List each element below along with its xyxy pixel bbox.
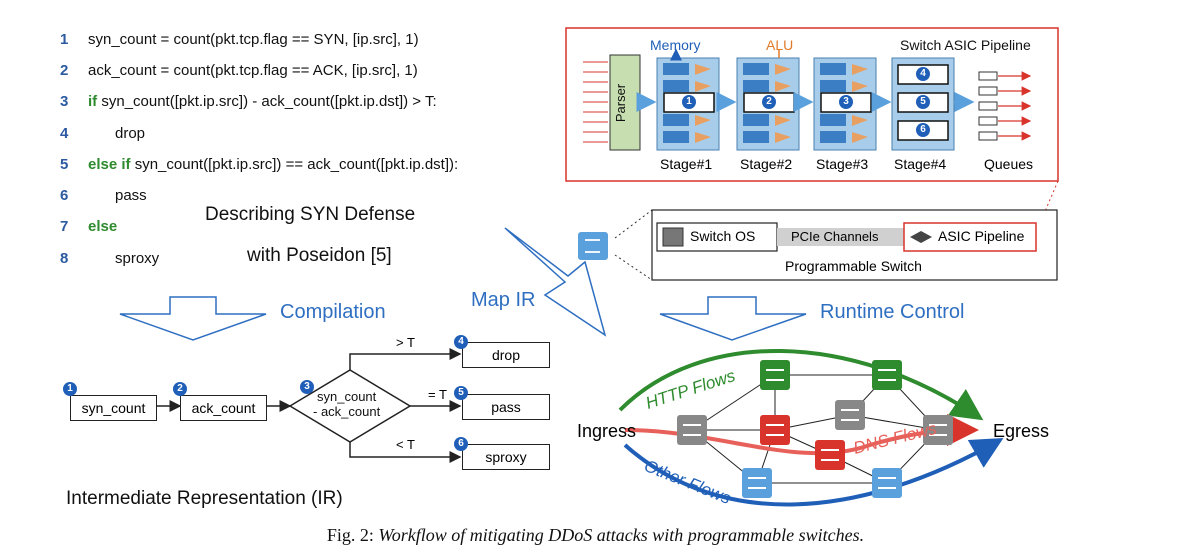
asic-title: Switch ASIC Pipeline <box>900 37 1031 53</box>
switch-node-green-1 <box>760 360 790 390</box>
stage-label-3: Stage#3 <box>816 156 869 172</box>
switch-icon <box>578 232 608 260</box>
http-flows-label: HTTP Flows <box>643 366 738 413</box>
ir-pass-box: pass <box>462 394 550 420</box>
compilation-arrow <box>119 296 267 341</box>
asic-chip-icon <box>910 231 932 243</box>
switch-node-gray-3 <box>923 415 953 445</box>
input-packet-arrows <box>583 61 608 143</box>
other-flow-path <box>623 438 1004 507</box>
compilation-label: Compilation <box>280 301 386 323</box>
asic-badge-1: 1 <box>682 95 696 109</box>
map-ir-arrow <box>504 227 607 337</box>
ir-cond-line-1: syn_count <box>317 389 377 404</box>
stage-3 <box>813 57 877 151</box>
ir-ack-count-box: ack_count <box>180 395 267 421</box>
switch-node-blue-1 <box>742 468 772 498</box>
asic-badge-6: 6 <box>916 123 930 137</box>
egress-label: Egress <box>993 421 1050 441</box>
ir-syn-count-box: syn_count <box>70 395 157 421</box>
switch-node-gray-1 <box>677 415 707 445</box>
ir-gt-label: > T <box>396 335 415 350</box>
ir-cond-line-2: - ack_count <box>313 404 381 419</box>
ir-badge-6: 6 <box>454 437 468 451</box>
pcie-label: PCIe Channels <box>791 229 879 244</box>
ir-sproxy-box: sproxy <box>462 444 550 470</box>
ir-badge-4: 4 <box>454 335 468 349</box>
ir-lt-label: < T <box>396 437 415 452</box>
ir-title: Intermediate Representation (IR) <box>66 488 343 509</box>
asic-badge-3: 3 <box>839 95 853 109</box>
asic-badge-2: 2 <box>762 95 776 109</box>
parser-label: Parser <box>613 83 628 122</box>
asic-badge-5: 5 <box>916 95 930 109</box>
map-ir-label: Map IR <box>471 289 536 311</box>
ingress-label: Ingress <box>577 421 637 441</box>
figure-caption: Fig. 2: Workflow of mitigating DDoS atta… <box>326 525 865 545</box>
switch-node-gray-2 <box>835 400 865 430</box>
switch-node-green-2 <box>872 360 902 390</box>
runtime-control-label: Runtime Control <box>820 301 965 323</box>
chip-icon <box>662 227 684 247</box>
asic-badge-4: 4 <box>916 67 930 81</box>
queues-label: Queues <box>984 156 1034 172</box>
stage-label-1: Stage#1 <box>660 156 713 172</box>
stage-label-4: Stage#4 <box>894 156 947 172</box>
switch-node-red-1 <box>760 415 790 445</box>
ir-badge-2: 2 <box>173 382 187 396</box>
ir-badge-1: 1 <box>63 382 77 396</box>
describe-line-1: Describing SYN Defense <box>205 204 416 225</box>
runtime-arrow <box>659 296 807 341</box>
other-flows-label: Other Flows <box>642 456 735 508</box>
switch-node-blue-2 <box>872 468 902 498</box>
stage-label-2: Stage#2 <box>740 156 793 172</box>
asic-pipeline-label: ASIC Pipeline <box>938 228 1025 244</box>
memory-label: Memory <box>650 37 701 53</box>
switch-node-red-2 <box>815 440 845 470</box>
switch-os-label: Switch OS <box>690 228 756 244</box>
network-switches <box>677 360 953 498</box>
programmable-switch-label: Programmable Switch <box>785 258 922 274</box>
ir-eq-label: = T <box>428 387 447 402</box>
ir-badge-3: 3 <box>300 380 314 394</box>
ir-drop-box: drop <box>462 342 550 368</box>
ir-badge-5: 5 <box>454 386 468 400</box>
alu-label: ALU <box>766 37 794 53</box>
queues-icon <box>978 71 998 141</box>
describe-line-2: with Poseidon [5] <box>247 245 392 266</box>
http-flow-path <box>618 349 984 421</box>
